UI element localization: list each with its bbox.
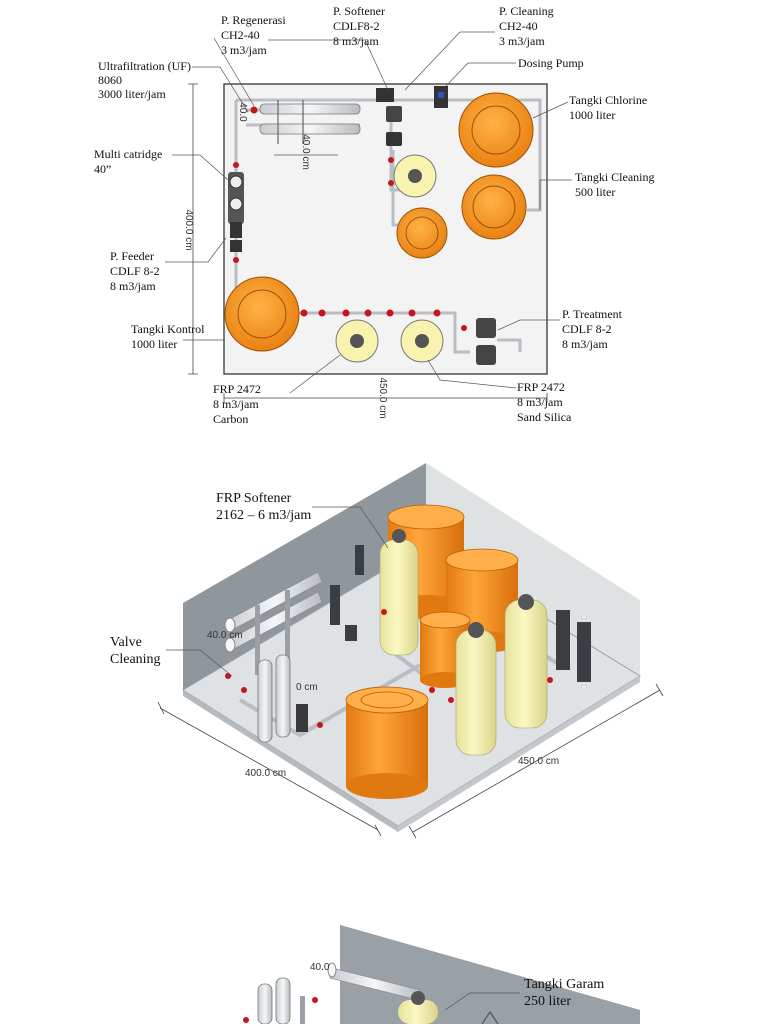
frp-carbon-plan xyxy=(335,319,379,363)
label-softener-pump: P. Softener CDLF8-2 8 m3/jam xyxy=(333,4,388,48)
iso1-uf xyxy=(224,571,323,675)
frp-sand-plan xyxy=(400,319,444,363)
label-dosing-pump: Dosing Pump xyxy=(518,56,584,70)
tank-kontrol-plan xyxy=(224,276,300,352)
iso1-dim-right: 450.0 cm xyxy=(518,756,559,767)
label-feeder-pump: P. Feeder CDLF 8-2 8 m3/jam xyxy=(110,249,163,293)
pump-treatment-1 xyxy=(476,318,496,338)
label-kontrol-tank: Tangki Kontrol 1000 liter xyxy=(131,322,207,351)
label-treatment-pump: P. Treatment CDLF 8-2 8 m3/jam xyxy=(562,307,625,351)
iso1-cartridges xyxy=(257,654,308,743)
label-cleaning-pump: P. Cleaning CH2-40 3 m3/jam xyxy=(499,4,557,48)
iso1-dimensions xyxy=(157,683,664,839)
plan-valves xyxy=(233,106,467,331)
plan-leaders xyxy=(165,31,572,394)
frp-softener-plan xyxy=(393,154,437,198)
pump-cleaning xyxy=(386,132,402,146)
label-valve-cleaning: Valve Cleaning xyxy=(110,635,161,667)
plan-view: 400.0 cm 450.0 cm 40.0 40.0 cm P. Regene… xyxy=(94,4,657,426)
iso1-frp-sand xyxy=(504,594,548,729)
iso1-dim-left: 400.0 cm xyxy=(245,768,286,779)
label-multi-cartridge: Multi catridge 40” xyxy=(94,147,165,176)
dim-plan-height: 400.0 cm xyxy=(183,209,194,250)
iso1-tank-kontrol xyxy=(345,686,429,799)
iso1-frp-carbon xyxy=(455,622,497,756)
iso1-pumps xyxy=(330,545,591,682)
pump-treatment-2 xyxy=(476,345,496,365)
iso1-dim-inner: 0 cm xyxy=(296,682,318,693)
label-salt-tank: Tangki Garam 250 liter xyxy=(524,977,608,1009)
label-frp-sand: FRP 2472 8 m3/jam Sand Silica xyxy=(517,380,572,424)
pump-regen xyxy=(386,106,402,122)
label-regen: P. Regenerasi CH2-40 3 m3/jam xyxy=(221,13,289,57)
pump-softener xyxy=(376,88,394,102)
plan-dimensions xyxy=(188,83,548,403)
tank-chlorine-plan xyxy=(458,92,534,168)
iso2-dim-uf: 40.0 xyxy=(310,962,330,973)
label-chlorine-tank: Tangki Chlorine 1000 liter xyxy=(569,93,650,122)
iso1-dim-uf: 40.0 cm xyxy=(207,630,243,641)
uf-membrane-1 xyxy=(259,103,361,115)
tank-cleaning-plan xyxy=(461,174,527,240)
iso-view-2: 40.0 Tangki Garam 250 liter xyxy=(243,925,640,1024)
label-uf: Ultrafiltration (UF) 8060 3000 liter/jam xyxy=(98,59,194,101)
iso1-frp-softener xyxy=(379,529,419,656)
uf-membrane-2 xyxy=(259,123,361,135)
label-frp-carbon: FRP 2472 8 m3/jam Carbon xyxy=(213,382,264,426)
iso2-cartridge-2 xyxy=(275,977,291,1024)
dim-uf-gap: 40.0 cm xyxy=(300,134,311,170)
iso2-cartridge-1 xyxy=(257,983,273,1024)
iso1-valves xyxy=(225,609,553,728)
iso-view-1: 400.0 cm 450.0 cm 40.0 cm 0 cm FRP Softe… xyxy=(110,463,664,839)
dim-plan-width: 450.0 cm xyxy=(377,377,388,418)
iso2-frp xyxy=(398,1000,438,1024)
dim-uf-length: 40.0 xyxy=(237,102,248,122)
label-cleaning-tank: Tangki Cleaning 500 liter xyxy=(575,170,657,199)
multi-cartridge xyxy=(228,172,244,238)
tank-salt-plan xyxy=(396,207,448,259)
pump-feeder xyxy=(230,240,242,252)
label-frp-softener: FRP Softener 2162 – 6 m3/jam xyxy=(216,491,311,523)
